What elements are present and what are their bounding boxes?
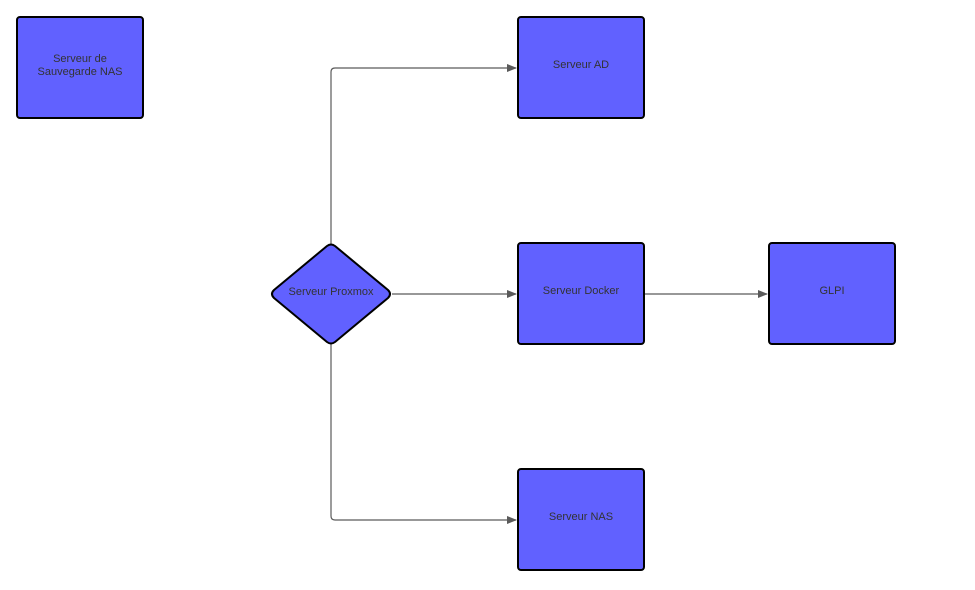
node-docker-server[interactable]: Serveur Docker xyxy=(517,242,645,345)
node-docker-label: Serveur Docker xyxy=(542,285,620,297)
proxmox-diamond-shape[interactable] xyxy=(271,243,391,345)
node-glpi-label: GLPI xyxy=(819,285,845,297)
node-backup-nas-label: Serveur de Sauvegarde NAS xyxy=(37,52,123,78)
node-nas-label: Serveur NAS xyxy=(548,511,614,523)
node-nas-server[interactable]: Serveur NAS xyxy=(517,468,645,571)
node-proxmox-label: Serveur Proxmox xyxy=(288,286,374,298)
node-ad-label: Serveur AD xyxy=(552,59,610,71)
edge-proxmox-to-nas xyxy=(330,344,517,524)
node-glpi[interactable]: GLPI xyxy=(768,242,896,345)
node-ad-server[interactable]: Serveur AD xyxy=(517,16,645,119)
node-backup-nas-server[interactable]: Serveur de Sauvegarde NAS xyxy=(16,16,144,119)
edge-proxmox-to-ad xyxy=(330,64,517,244)
